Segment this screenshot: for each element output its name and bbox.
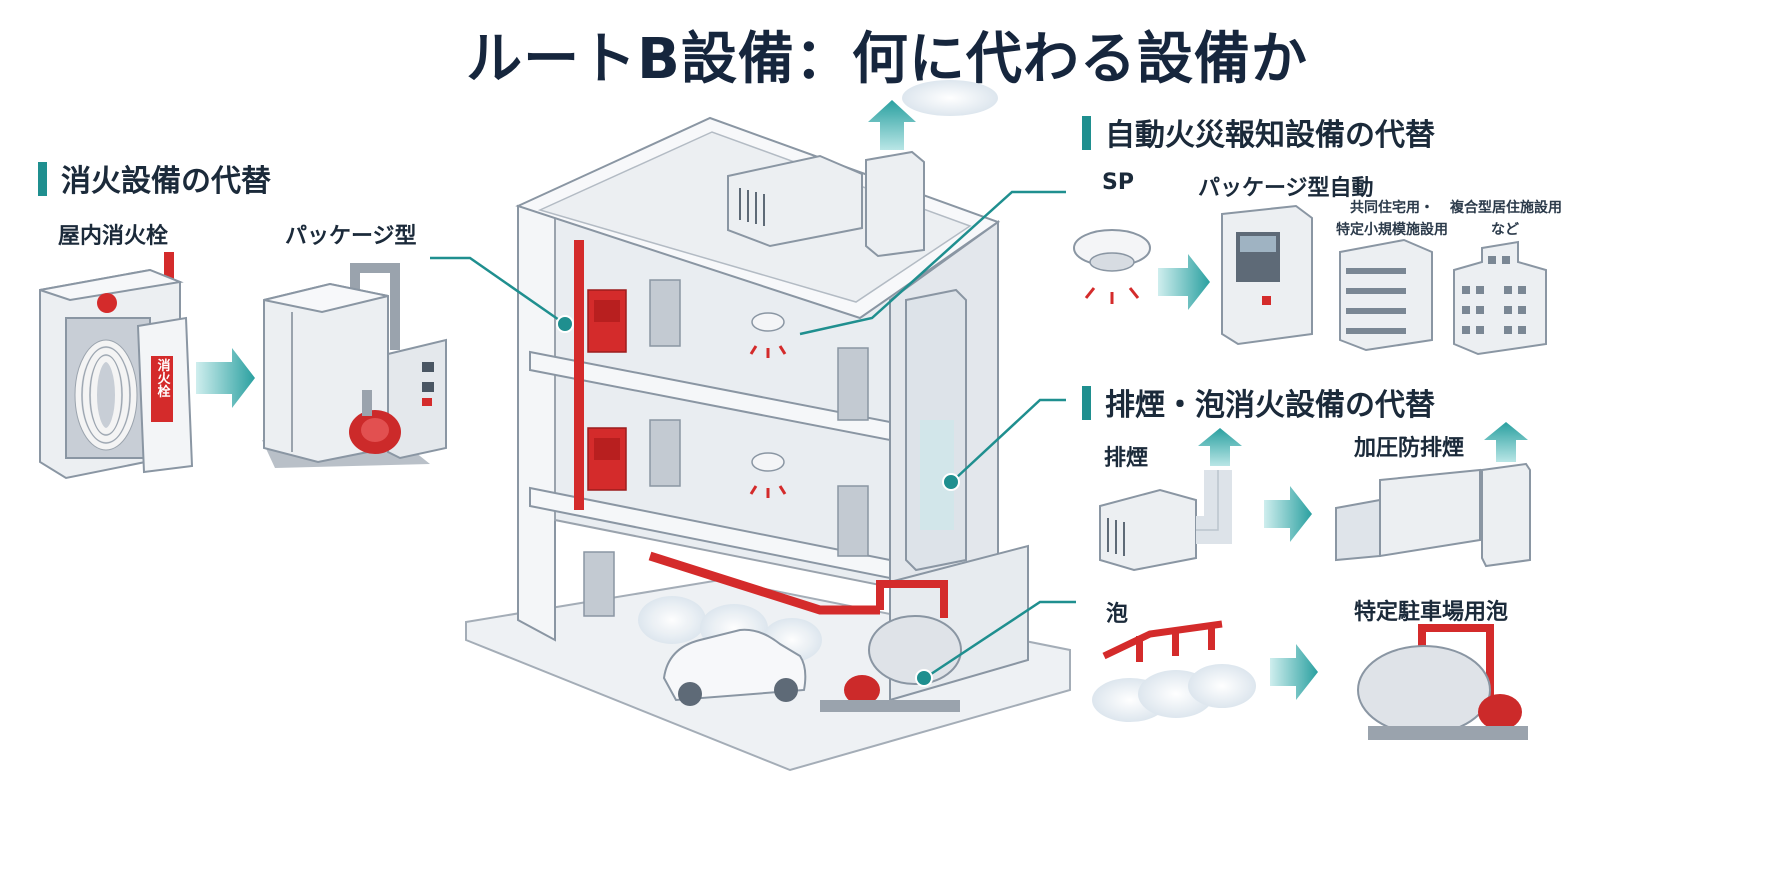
control-panel-icon — [1221, 204, 1313, 346]
section-bar-icon — [38, 162, 47, 196]
arrow-right-icon — [1158, 254, 1210, 310]
arrow-up-icon — [868, 100, 916, 150]
label-pressurized-smoke: 加圧防排煙 — [1354, 436, 1465, 461]
label-sp: SP — [1102, 170, 1134, 195]
apartment-icon — [1339, 238, 1433, 352]
hydrant-cabinet-icon — [39, 252, 194, 480]
hydrant-cabinet-text: 消火栓 — [155, 358, 171, 398]
label-complex-residence: 複合型居住施設用 など — [1450, 200, 1562, 238]
label-parking-foam: 特定駐車場用泡 — [1354, 600, 1509, 625]
label-foam: 泡 — [1106, 602, 1129, 627]
section-heading-smoke: 排煙・泡消火設備の代替 — [1082, 380, 1435, 424]
sp-detector-icon — [1073, 229, 1151, 304]
complex-building-icon — [1453, 240, 1547, 356]
arrow-up-icon — [1198, 428, 1242, 466]
arrow-right-icon — [1270, 644, 1318, 700]
foam-tank-icon — [1357, 624, 1528, 740]
leader-lines — [430, 190, 1076, 687]
arrow-right-icon — [196, 348, 255, 408]
label-smoke-exhaust: 排煙 — [1104, 446, 1149, 471]
label-package-auto: パッケージ型自動 — [1198, 176, 1374, 201]
section-heading-fire: 消火設備の代替 — [38, 156, 271, 200]
section-bar-icon — [1082, 116, 1091, 150]
foam-sprinkler-icon — [1092, 620, 1256, 722]
section-heading-alarm: 自動火災報知設備の代替 — [1082, 110, 1435, 154]
page-title: ルートB設備：何に代わる設備か — [466, 27, 1308, 92]
pressurized-duct-icon — [1335, 422, 1531, 568]
exhaust-unit-icon — [1099, 428, 1242, 572]
label-shared-housing: 共同住宅用・ 特定小規模施設用 — [1336, 200, 1448, 238]
arrow-right-icon — [1264, 486, 1312, 542]
building-illustration — [465, 80, 1071, 772]
label-indoor-hydrant: 屋内消火栓 — [58, 224, 169, 249]
section-bar-icon — [1082, 386, 1091, 420]
package-unit-icon — [262, 263, 447, 468]
arrow-up-icon — [1484, 422, 1528, 462]
label-package-type: パッケージ型 — [285, 224, 417, 249]
